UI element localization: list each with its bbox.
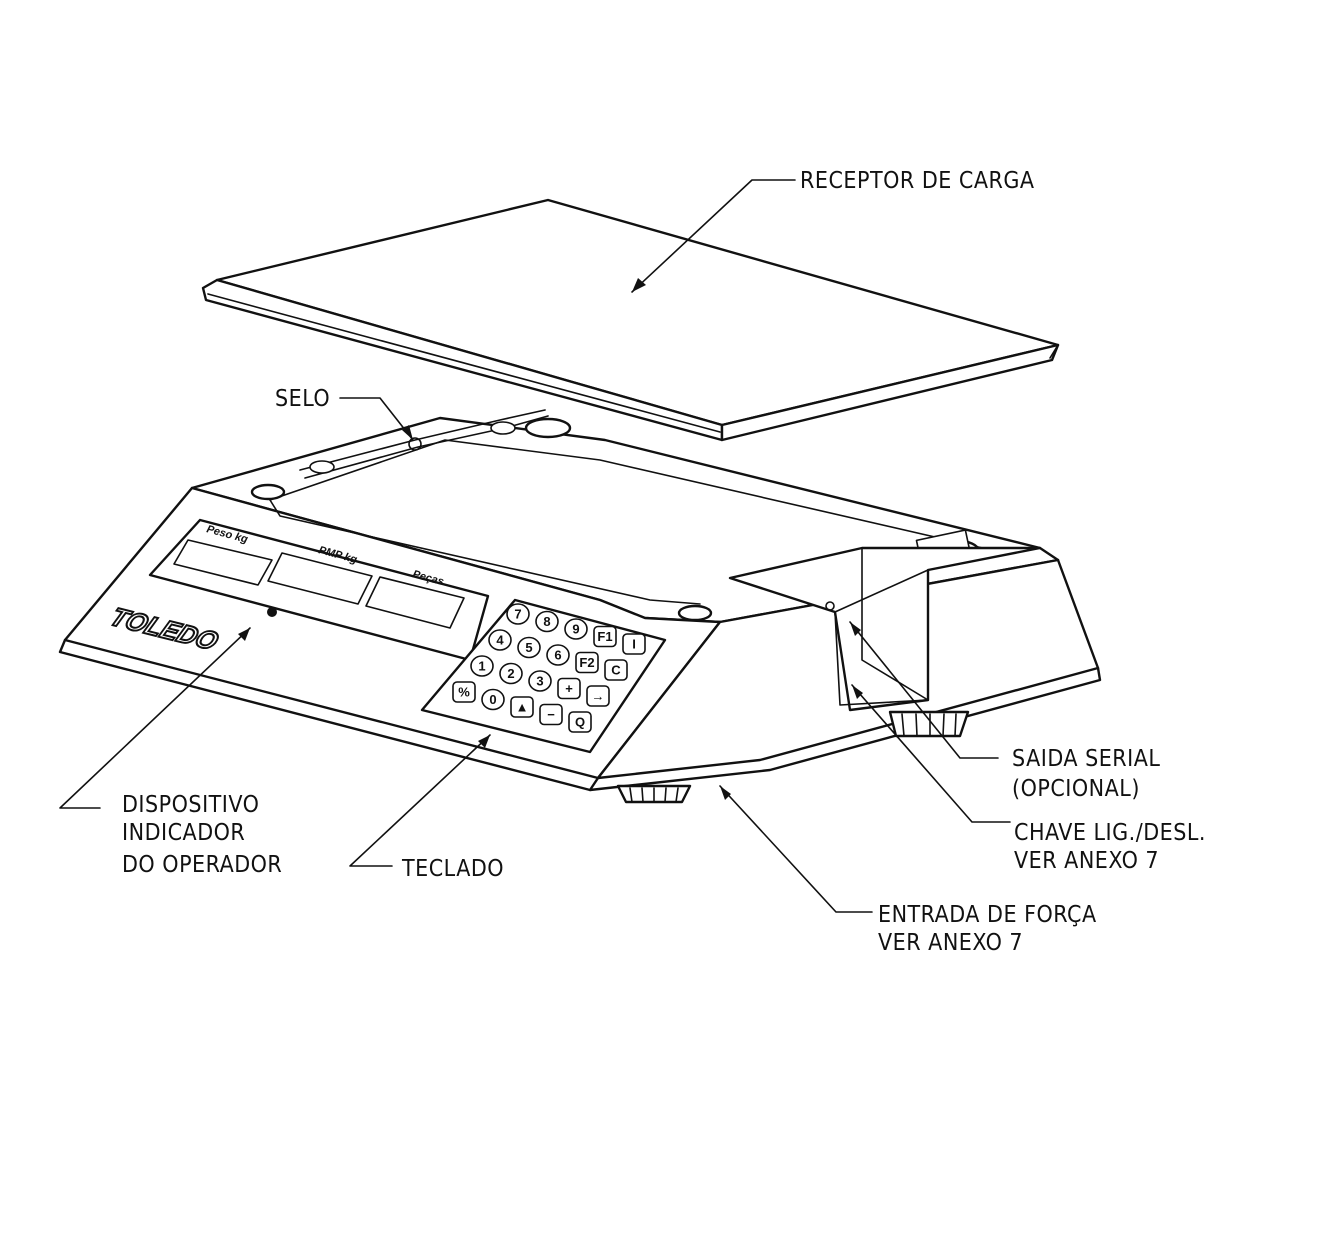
keypad-key-label-19: − xyxy=(547,707,555,722)
callout-labels: RECEPTOR DE CARGA SELO DISPOSITIVO INDIC… xyxy=(122,168,1206,956)
keypad-key-label-15: → xyxy=(592,689,605,704)
keypad-key-label-5: I xyxy=(632,637,636,652)
keypad-key-3 xyxy=(564,618,588,640)
keypad-key-17 xyxy=(481,688,505,711)
keypad-key-8 xyxy=(546,644,570,666)
leader-lines xyxy=(59,179,1011,913)
keypad-key-label-17: 0 xyxy=(489,692,496,707)
keypad-key-19 xyxy=(539,703,563,726)
keypad-key-label-18: ▲ xyxy=(516,700,529,715)
label-saida-serial-line1: SAIDA SERIAL xyxy=(1012,746,1160,772)
keypad-key-label-8: 6 xyxy=(554,648,561,663)
keypad-key-label-20: Q xyxy=(575,715,585,730)
keypad-key-7 xyxy=(517,636,541,659)
keypad-key-label-14: + xyxy=(565,681,573,696)
label-dispositivo-line1: DISPOSITIVO xyxy=(122,792,259,818)
keypad-key-6 xyxy=(488,629,512,651)
keypad-key-label-13: 3 xyxy=(536,674,543,689)
keypad-key-16 xyxy=(452,681,476,703)
keypad-key-label-9: F2 xyxy=(579,655,594,670)
keypad-key-label-4: F1 xyxy=(597,629,612,644)
keypad-key-label-3: 9 xyxy=(572,622,579,637)
keypad-key-15 xyxy=(586,685,610,707)
keypad-key-2 xyxy=(535,610,559,633)
keypad-key-1 xyxy=(506,603,530,625)
display-window-3 xyxy=(365,576,465,629)
keypad-key-13 xyxy=(528,670,552,692)
keypad-key-20 xyxy=(568,711,592,733)
label-teclado: TECLADO xyxy=(401,856,504,882)
keypad-key-18 xyxy=(510,696,534,718)
label-entrada-line2: VER ANEXO 7 xyxy=(878,930,1023,956)
keypad-key-label-6: 4 xyxy=(496,633,504,648)
keypad-key-9 xyxy=(575,651,599,674)
keypad-key-10 xyxy=(604,659,628,681)
label-dispositivo-line3: DO OPERADOR xyxy=(122,852,282,878)
display-window-2 xyxy=(267,552,373,605)
keypad-key-11 xyxy=(470,655,494,677)
keypad-key-14 xyxy=(557,677,581,700)
label-saida-serial-line2: (OPCIONAL) xyxy=(1012,776,1140,802)
label-selo: SELO xyxy=(275,386,330,412)
label-entrada-line1: ENTRADA DE FORÇA xyxy=(878,902,1097,928)
display-window-1 xyxy=(173,539,273,586)
keypad-key-label-2: 8 xyxy=(543,614,550,629)
label-dispositivo-line2: INDICADOR xyxy=(122,820,245,846)
keypad-key-5 xyxy=(622,633,646,655)
keypad-key-12 xyxy=(499,662,523,685)
label-chave-line1: CHAVE LIG./DESL. xyxy=(1014,820,1206,846)
label-receptor-de-carga: RECEPTOR DE CARGA xyxy=(800,168,1035,194)
keypad-key-label-7: 5 xyxy=(525,640,532,655)
keypad-key-label-12: 2 xyxy=(507,666,514,681)
keypad-key-label-1: 7 xyxy=(514,607,521,622)
load-receptor-plate xyxy=(201,198,1060,442)
keypad-key-label-11: 1 xyxy=(478,659,485,674)
indicator-led xyxy=(267,607,277,617)
keypad-key-label-10: C xyxy=(611,663,621,678)
keypad-key-4 xyxy=(593,625,617,648)
label-chave-line2: VER ANEXO 7 xyxy=(1014,848,1159,874)
keypad-key-label-16: % xyxy=(458,685,470,700)
